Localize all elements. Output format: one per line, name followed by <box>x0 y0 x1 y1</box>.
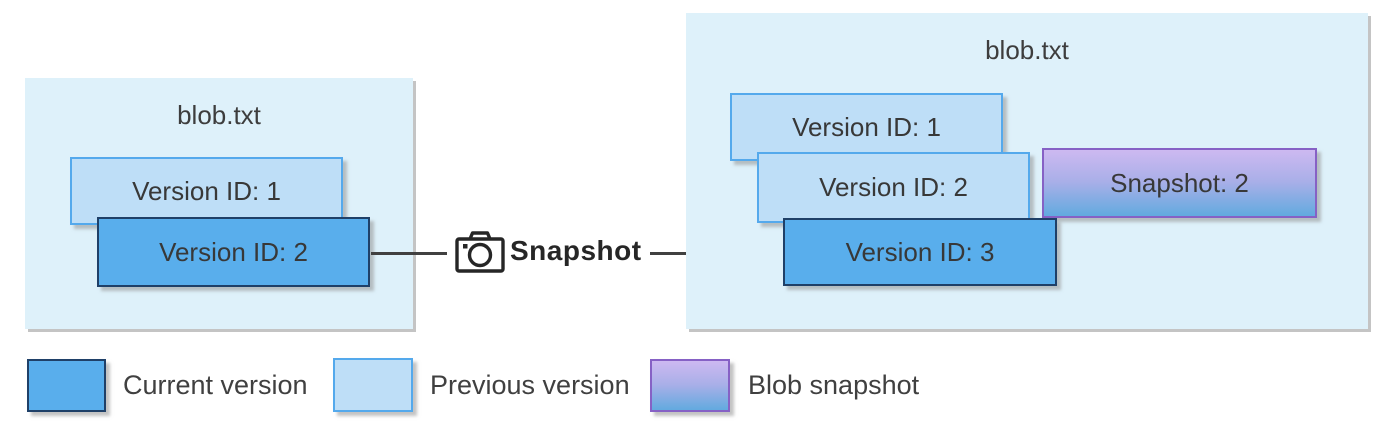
right-version-3-label: Version ID: 3 <box>845 236 995 267</box>
left-blob-title: blob.txt <box>177 100 261 130</box>
legend-swatch-current-version <box>27 359 106 412</box>
snapshot-action-label: Snapshot <box>510 235 642 266</box>
right-blob-title: blob.txt <box>985 35 1069 65</box>
legend-label-current-version: Current version <box>123 370 308 400</box>
left-version-1-box: Version ID: 1 <box>70 157 343 225</box>
left-version-2-box: Version ID: 2 <box>97 217 370 287</box>
legend-label-previous-version: Previous version <box>430 370 630 400</box>
right-version-1-box: Version ID: 1 <box>730 93 1003 161</box>
right-version-1-label: Version ID: 1 <box>792 111 941 142</box>
left-version-1-label: Version ID: 1 <box>132 175 281 206</box>
right-version-3-box: Version ID: 3 <box>783 218 1057 286</box>
legend-label-blob-snapshot: Blob snapshot <box>748 370 920 400</box>
connector-line-left <box>371 252 447 255</box>
camera-icon <box>455 230 505 274</box>
right-version-2-label: Version ID: 2 <box>819 172 968 202</box>
left-version-2-label: Version ID: 2 <box>159 236 308 267</box>
right-snapshot-2-box: Snapshot: 2 <box>1042 148 1317 218</box>
legend-swatch-blob-snapshot <box>650 359 730 412</box>
right-version-2-box: Version ID: 2 <box>757 152 1030 223</box>
right-snapshot-2-label: Snapshot: 2 <box>1110 167 1249 198</box>
legend-swatch-previous-version <box>333 358 413 412</box>
